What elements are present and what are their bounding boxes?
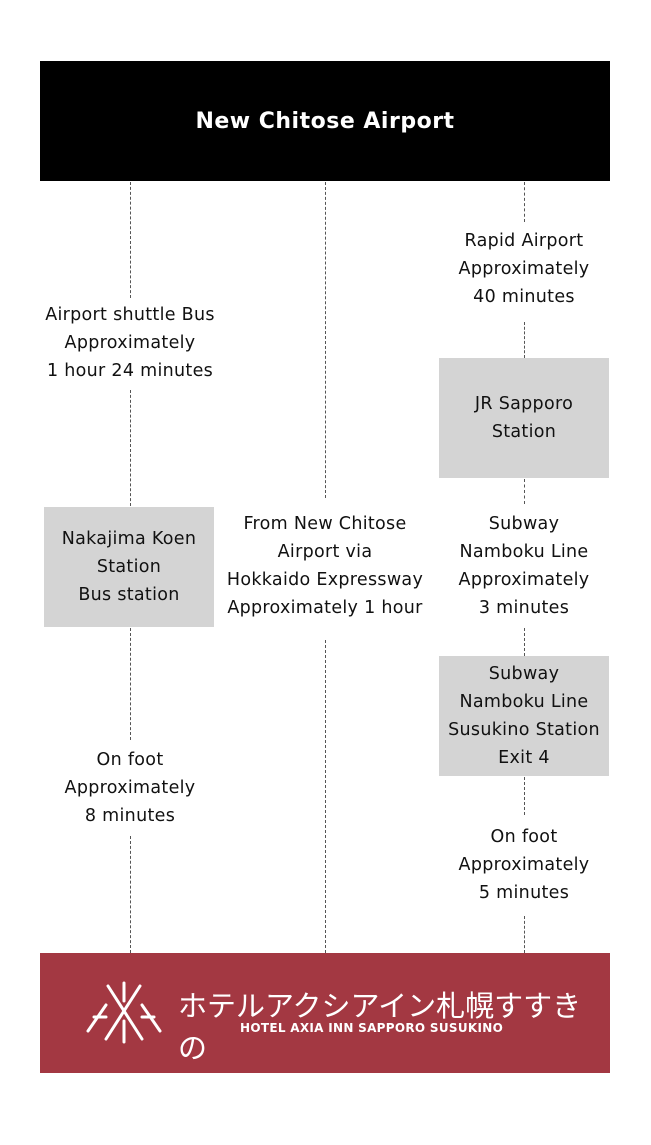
hotel-name-en: HOTEL AXIA INN SAPPORO SUSUKINO [240, 1021, 504, 1035]
route-line [524, 182, 525, 222]
route-line [524, 479, 525, 504]
destination-footer: ホテルアクシアイン札幌すすきの HOTEL AXIA INN SAPPORO S… [40, 953, 610, 1073]
origin-title: New Chitose Airport [195, 108, 455, 134]
axia-logo-icon [86, 981, 162, 1044]
route-line [325, 640, 326, 953]
route-line [524, 322, 525, 358]
route-line [524, 628, 525, 656]
hotel-name-jp: ホテルアクシアイン札幌すすきの [178, 989, 582, 1065]
route-line [130, 182, 131, 298]
route-line [325, 182, 326, 498]
route-line [130, 390, 131, 506]
route-line [524, 777, 525, 815]
route-line [130, 836, 131, 953]
origin-header: New Chitose Airport [40, 61, 610, 181]
route-line [524, 916, 525, 953]
route-line [130, 628, 131, 740]
